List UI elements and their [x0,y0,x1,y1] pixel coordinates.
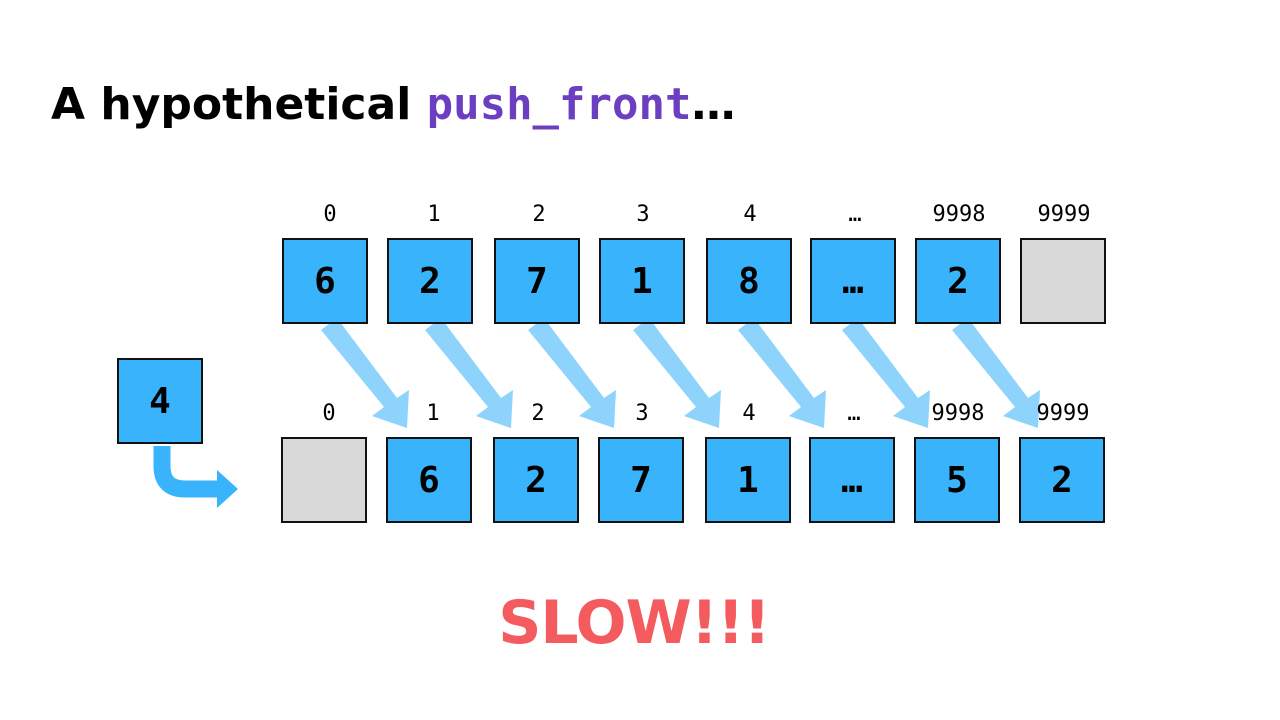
after-index-9998: 9998 [931,401,985,426]
before-index-4: 4 [743,202,757,227]
after-cell-9998: 5 [914,437,1000,523]
title-suffix: … [691,79,736,130]
before-index-0: 0 [323,202,337,227]
before-index-3: 3 [636,202,650,227]
before-cell-9999-empty [1020,238,1106,324]
after-index-9999: 9999 [1036,401,1090,426]
after-index-ellipsis: … [847,401,861,426]
after-cell-0-empty [281,437,367,523]
before-cell-ellipsis: … [810,238,896,324]
slide-title: A hypothetical push_front… [51,76,736,134]
after-cell-ellipsis: … [809,437,895,523]
after-cell-3: 7 [598,437,684,523]
before-cell-2: 7 [494,238,580,324]
new-element-cell: 4 [117,358,203,444]
after-index-0: 0 [322,401,336,426]
before-cell-4: 8 [706,238,792,324]
before-cell-1: 2 [387,238,473,324]
before-index-ellipsis: … [848,202,862,227]
after-index-4: 4 [742,401,756,426]
after-cell-1: 6 [386,437,472,523]
before-cell-9998: 2 [915,238,1001,324]
after-index-3: 3 [635,401,649,426]
before-index-2: 2 [532,202,546,227]
slow-alert: SLOW!!! [498,588,771,658]
before-index-1: 1 [427,202,441,227]
after-index-1: 1 [426,401,440,426]
after-cell-4: 1 [705,437,791,523]
before-cell-0: 6 [282,238,368,324]
before-index-9999: 9999 [1037,202,1091,227]
title-prefix: A hypothetical [51,79,427,130]
after-index-2: 2 [531,401,545,426]
insert-arrow [153,446,238,508]
after-cell-9999: 2 [1019,437,1105,523]
before-index-9998: 9998 [932,202,986,227]
title-code: push_front [426,79,692,130]
after-cell-2: 2 [493,437,579,523]
before-cell-3: 1 [599,238,685,324]
